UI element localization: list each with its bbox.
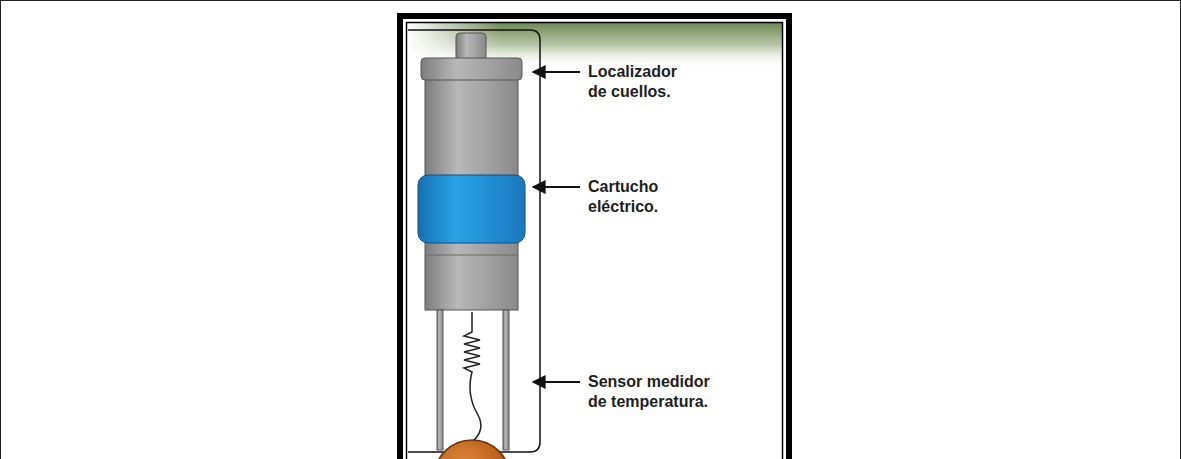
electric-cartridge [418,175,525,243]
part-label: Sensor medidor de temperatura. [588,372,726,412]
tool-rod [437,310,443,450]
picture-frame-inner [407,23,783,459]
tool-seam [425,255,518,256]
pointer-arrow [533,71,580,73]
tool-rod [503,310,509,450]
part-label: Localizador de cuellos. [588,62,696,102]
part-label: Cartucho eléctrico. [588,177,696,217]
pointer-arrow [533,381,580,383]
bracket [408,30,540,452]
sensor-bulb [434,440,510,459]
tool-knob [456,33,486,61]
sensor-spring [464,312,481,442]
picture-ground [397,13,792,459]
tool-collar [421,58,522,80]
picture-frame [400,16,789,459]
pointer-arrow [533,186,580,188]
